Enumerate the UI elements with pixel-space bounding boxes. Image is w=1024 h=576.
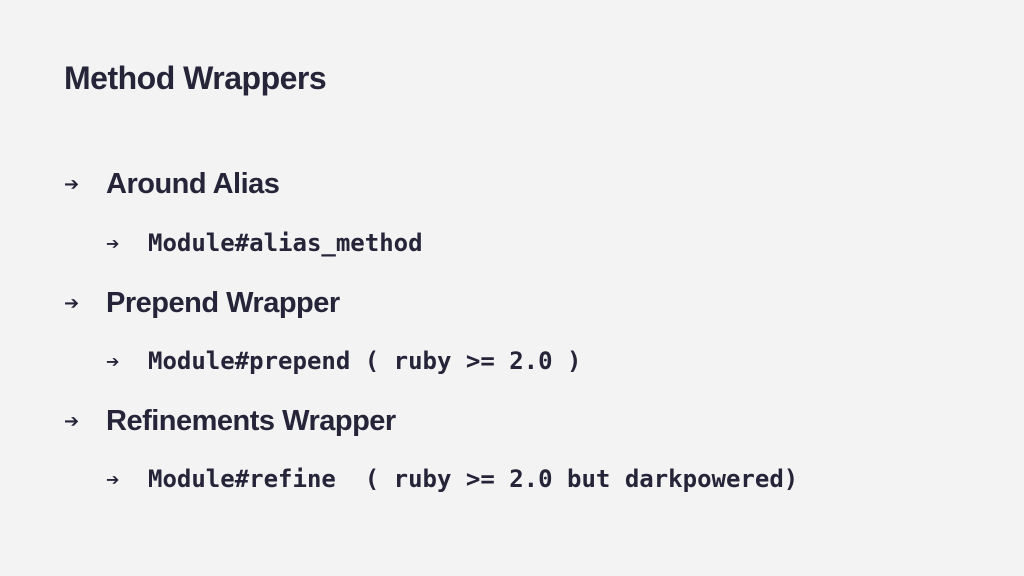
sub-bullet-text: Module#refine ( ruby >= 2.0 but darkpowe… [148,465,799,493]
bullet-text: Refinements Wrapper [106,405,396,437]
sub-bullet-alias-method: ➔ Module#alias_method [106,229,423,257]
bullet-prepend-wrapper: ➔ Prepend Wrapper [64,287,340,320]
bullet-text: Around Alias [106,168,280,200]
arrow-right-icon: ➔ [106,351,120,371]
sub-bullet-refine: ➔ Module#refine ( ruby >= 2.0 but darkpo… [106,465,798,493]
bullet-text: Prepend Wrapper [106,287,340,319]
arrow-right-icon: ➔ [64,293,80,314]
sub-bullet-prepend: ➔ Module#prepend ( ruby >= 2.0 ) [106,347,581,375]
arrow-right-icon: ➔ [64,411,80,432]
arrow-right-icon: ➔ [106,233,120,253]
sub-bullet-text: Module#alias_method [148,229,423,257]
bullet-around-alias: ➔ Around Alias [64,168,280,201]
slide-title: Method Wrappers [64,60,327,96]
arrow-right-icon: ➔ [64,174,80,195]
arrow-right-icon: ➔ [106,469,120,489]
bullet-refinements-wrapper: ➔ Refinements Wrapper [64,405,396,438]
sub-bullet-text: Module#prepend ( ruby >= 2.0 ) [148,347,582,375]
